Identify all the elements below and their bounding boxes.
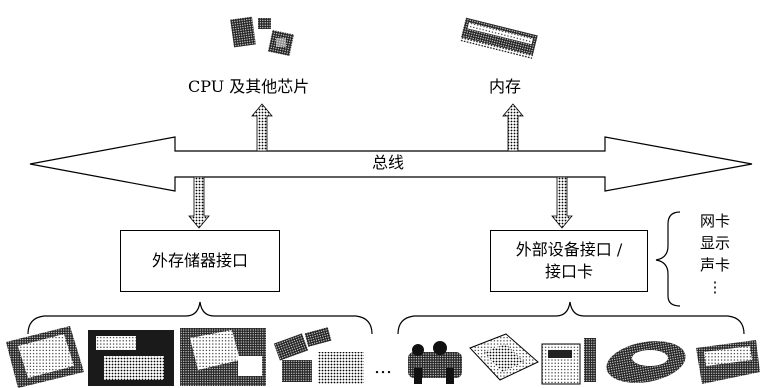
card-list-item: ⋮ <box>707 278 723 296</box>
bus-to-cpu-arrow <box>251 103 273 152</box>
mouse-icon <box>606 341 686 383</box>
bus-arrow <box>29 136 753 192</box>
device-interface-label-line2: 接口卡 <box>544 262 593 281</box>
bus-to-memory-arrow <box>502 103 524 152</box>
joystick-icon <box>408 341 462 384</box>
memory-module-icon <box>460 17 538 59</box>
ellipsis-label: … <box>374 357 392 378</box>
floppy-disk-icon <box>88 330 174 386</box>
device-interface-box: 外部设备接口 / 接口卡 <box>490 230 648 292</box>
card-list-item: 网卡 <box>699 212 730 230</box>
cpu-label: CPU 及其他芯片 <box>188 77 310 96</box>
card-list-item: 显示 <box>699 234 730 252</box>
bus-to-storage-arrow <box>188 176 210 229</box>
keyboard-icon <box>696 340 760 384</box>
device-interface-label-line1: 外部设备接口 / <box>515 240 623 259</box>
device-brace <box>397 301 745 335</box>
bus-to-device-arrow <box>551 176 573 229</box>
memory-label: 内存 <box>489 77 522 96</box>
storage-brace <box>27 301 373 335</box>
card-list-brace <box>655 211 681 307</box>
cpu-chip-icon <box>230 16 295 57</box>
bus-label: 总线 <box>372 153 405 172</box>
card-list-item: 声卡 <box>699 256 730 274</box>
card-list: 网卡 显示 声卡 ⋮ <box>690 210 740 298</box>
usb-drive-icon <box>273 327 364 384</box>
scanner-icon <box>469 333 539 381</box>
optical-drive-icon <box>180 328 266 386</box>
printer-icon <box>541 338 596 385</box>
hard-disk-icon <box>6 326 84 388</box>
storage-interface-box: 外存储器接口 <box>120 230 280 292</box>
storage-interface-label: 外存储器接口 <box>151 251 248 270</box>
